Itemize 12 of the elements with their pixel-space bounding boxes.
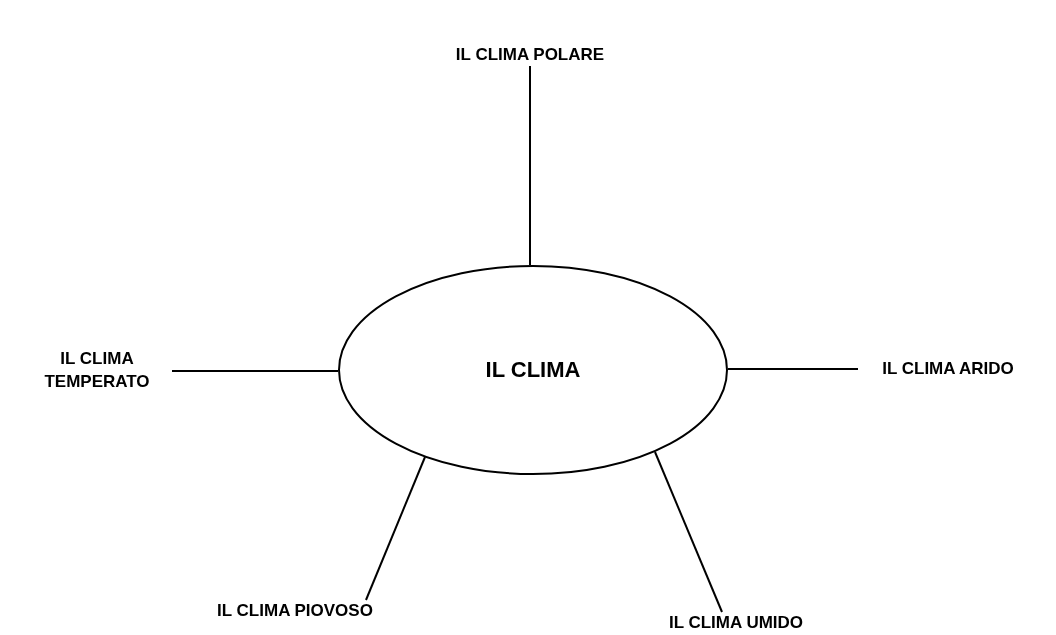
connector-line [171,370,339,372]
connector-line [654,451,723,613]
connector-line [727,368,859,370]
topic-text: IL CLIMA POLARE [455,43,605,66]
central-ellipse [338,265,728,475]
connector-line [365,456,426,601]
topic-text: IL CLIMA UMIDO [668,611,804,634]
topic-text: IL CLIMA TEMPERATO [43,348,151,393]
connector-line [529,65,531,266]
topic-text: IL CLIMA ARIDO [882,357,1014,380]
topic-text: IL CLIMA PIOVOSO [217,599,373,622]
central-topic: IL CLIMA [485,356,581,385]
